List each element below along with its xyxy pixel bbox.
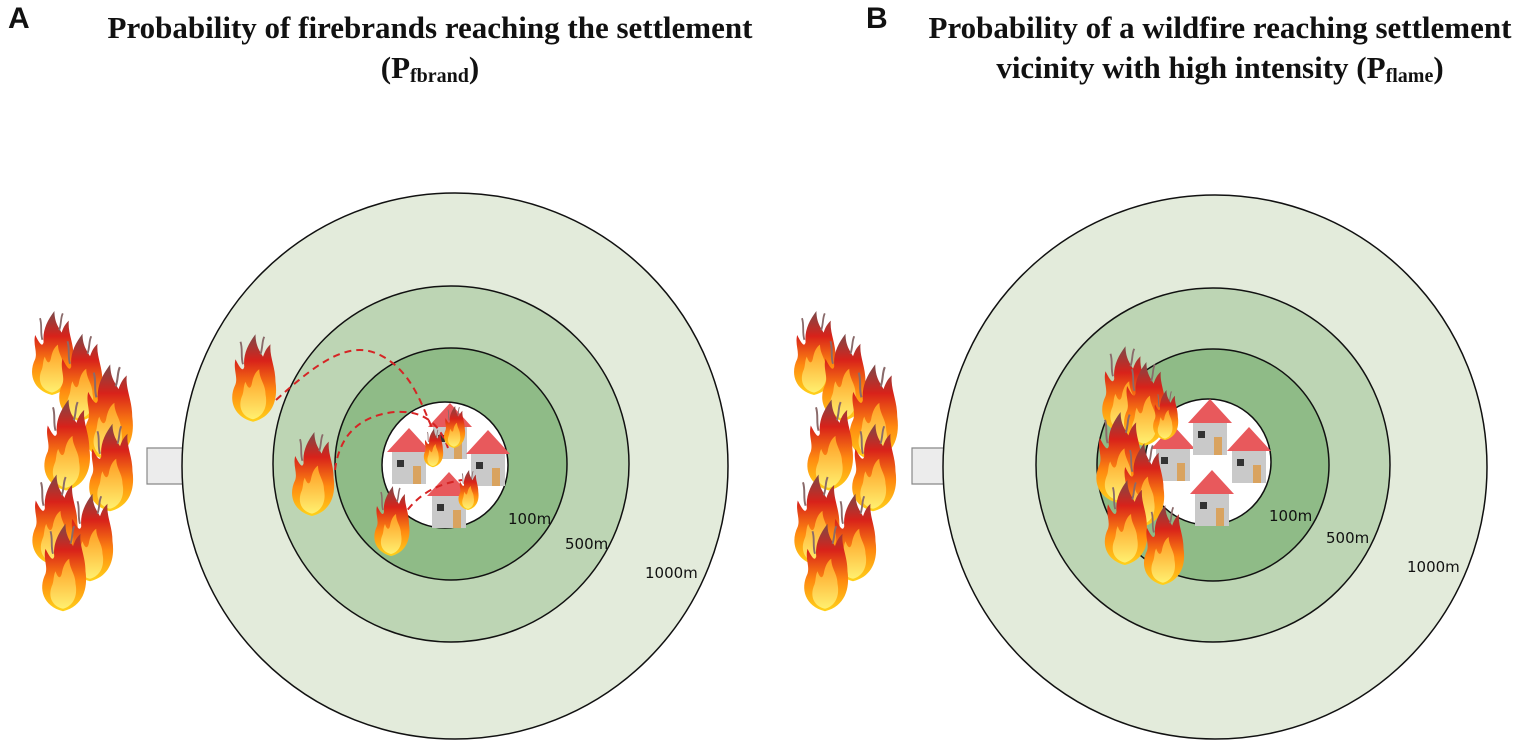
- panel-b-letter: B: [866, 2, 888, 35]
- firebrand-path: [334, 410, 449, 471]
- panel-a-title: Probability of firebrands reaching the s…: [50, 8, 810, 88]
- panel-a-diagram: 100m 500m 1000m: [31, 192, 729, 740]
- panel-a-fire-front: [31, 310, 135, 613]
- firebrand-path: [394, 479, 463, 531]
- panel-b-diagram: 100m 500m 1000m: [793, 194, 1488, 740]
- panel-a-title-line2: (Pfbrand): [380, 50, 480, 87]
- ring-label-100m: 100m: [508, 510, 551, 528]
- ring-label-500m: 500m: [1326, 529, 1369, 547]
- ring-label-100m: 100m: [1269, 507, 1312, 525]
- ring-label-1000m: 1000m: [1407, 558, 1460, 576]
- ring-label-500m: 500m: [565, 535, 608, 553]
- fire-icon: [806, 398, 855, 492]
- fire-icon: [43, 398, 92, 492]
- firebrand-path: [275, 349, 433, 429]
- panel-a-title-line1: Probability of firebrands reaching the s…: [107, 10, 753, 45]
- panel-b-title-line2: vicinity with high intensity (Pflame): [996, 50, 1444, 87]
- panel-b-fire-front: [793, 310, 900, 613]
- ring-label-1000m: 1000m: [645, 564, 698, 582]
- panel-b-title-line1: Probability of a wildfire reaching settl…: [928, 10, 1512, 45]
- panel-b-title: Probability of a wildfire reaching settl…: [900, 8, 1535, 88]
- panel-a-letter: A: [8, 2, 30, 35]
